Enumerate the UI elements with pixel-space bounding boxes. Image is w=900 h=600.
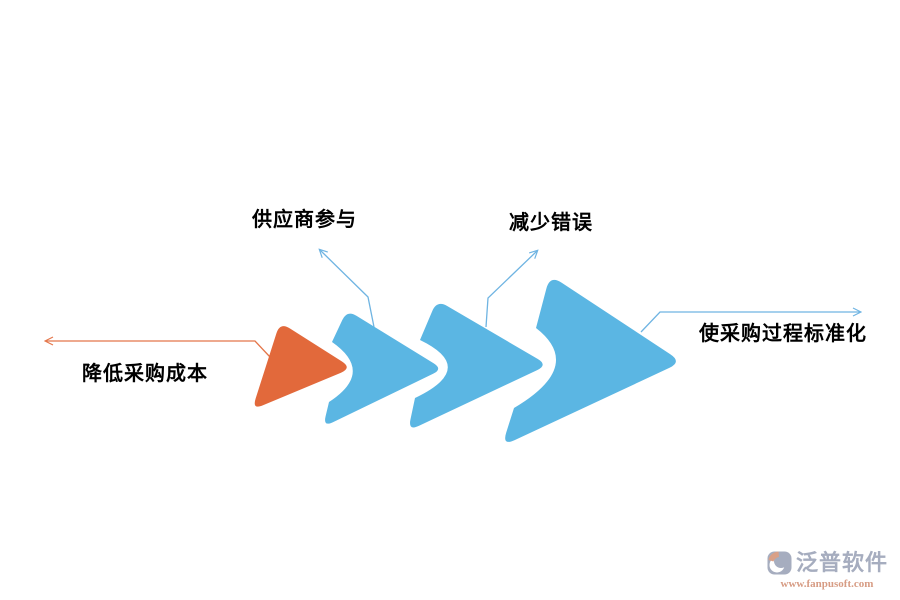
fanpu-logo-icon	[767, 551, 792, 575]
connector-reduce-cost-arrow	[46, 341, 271, 358]
label-reduce-errors: 减少错误	[509, 212, 593, 234]
connector-supplier-arrow	[320, 250, 375, 328]
label-supplier-participation: 供应商参与	[252, 209, 357, 231]
fanpu-logo: 泛普软件 www.fanpusoft.com	[766, 549, 888, 590]
orange-arrow-step	[254, 326, 347, 407]
blue-chevron-2	[410, 303, 543, 428]
connector-reduce-errors-arrow	[485, 251, 537, 328]
connector-standardize-arrow	[640, 312, 860, 333]
label-standardize-process: 使采购过程标准化	[699, 323, 867, 345]
fanpu-logo-accent	[768, 551, 779, 562]
fanpu-logo-text: 泛普软件	[795, 550, 888, 575]
label-reduce-cost: 降低采购成本	[82, 363, 208, 385]
fanpu-logo-url: www.fanpusoft.com	[780, 578, 874, 590]
blue-chevron-1	[325, 313, 439, 424]
blue-chevron-3	[505, 279, 676, 442]
